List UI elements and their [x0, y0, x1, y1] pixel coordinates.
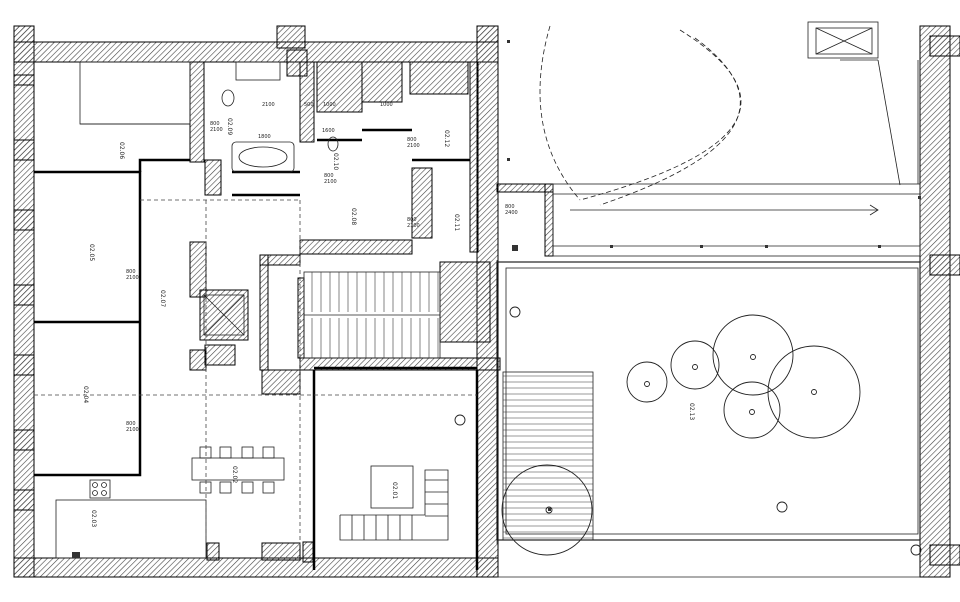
dimension: 500 [304, 102, 314, 108]
door-width: 800 [126, 421, 136, 427]
room-label: 02.03 [90, 510, 97, 527]
door-height: 2100 [210, 127, 223, 133]
room-label: 02.10 [332, 153, 339, 170]
markers [72, 40, 921, 558]
decking [503, 375, 593, 539]
room-label: 02.06 [118, 142, 125, 159]
stair-treads [311, 272, 439, 358]
dimension: 2100 [262, 102, 275, 108]
trees [454, 306, 922, 556]
room-label: 02.05 [88, 244, 95, 261]
walls [13, 25, 960, 578]
door-height: 2400 [505, 210, 518, 216]
dimension: 1600 [322, 128, 335, 134]
door-width: 800 [407, 217, 417, 223]
room-label: 02.07 [159, 290, 166, 307]
door-height: 2100 [407, 223, 420, 229]
room-label: 02.08 [350, 208, 357, 225]
door-height: 2100 [126, 427, 139, 433]
room-label: 02.12 [443, 130, 450, 147]
door-height: 2100 [126, 275, 139, 281]
dimension: 1000 [380, 102, 393, 108]
door-width: 800 [505, 204, 515, 210]
dimension: 1000 [323, 102, 336, 108]
room-label: 02.09 [226, 118, 233, 135]
door-height: 2100 [324, 179, 337, 185]
door-width: 800 [210, 121, 220, 127]
door-size-labels: 800 2100 800 2100 800 2100 800 2400 800 … [126, 121, 518, 433]
dimension: 1800 [258, 134, 271, 140]
door-width: 800 [324, 173, 334, 179]
dimension-labels: 2100 500 1000 1000 1800 1600 [258, 102, 393, 140]
room-label: 02.04 [82, 386, 89, 403]
fixtures [34, 21, 921, 578]
room-label: 02.11 [453, 214, 460, 231]
door-width: 800 [126, 269, 136, 275]
door-width: 800 [407, 137, 417, 143]
room-label: 02.02 [231, 466, 238, 483]
room-label: 02.01 [391, 482, 398, 499]
room-labels: 02.06 02.05 02.04 02.07 02.02 02.03 02.0… [82, 118, 695, 527]
room-label: 02.13 [688, 403, 695, 420]
door-height: 2100 [407, 143, 420, 149]
wall-lines [34, 128, 479, 570]
